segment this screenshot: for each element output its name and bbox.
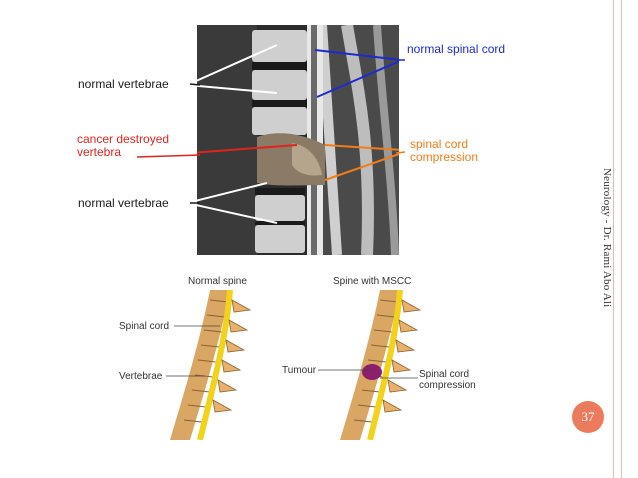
sidebar-divider: [613, 0, 614, 478]
mri-image: [197, 25, 399, 255]
label-spinal-cord: Spinal cord: [119, 321, 170, 332]
mscc-spine-title: Spine with MSCC: [333, 276, 412, 287]
label-tumour: Tumour: [282, 365, 317, 376]
label-normal-vertebrae-bottom: normal vertebrae: [78, 196, 169, 210]
page-number-badge: 37: [572, 401, 604, 433]
presenter-credit: Neurology - Dr. Rami Abo Ali: [601, 168, 613, 308]
label-normal-vertebrae-top: normal vertebrae: [78, 77, 169, 91]
sidebar-divider: [621, 0, 622, 478]
label-vertebrae: Vertebrae: [119, 371, 163, 382]
normal-spine-illustration: [170, 290, 252, 440]
label-normal-spinal-cord: normal spinal cord: [407, 42, 506, 56]
label-cord-compression: Spinal cord compression: [419, 369, 476, 391]
normal-spine-title: Normal spine: [188, 276, 247, 287]
mscc-spine-illustration: [340, 290, 422, 440]
tumour-mass: [362, 364, 382, 380]
label-spinal-cord-compression: spinal cord compression: [410, 137, 479, 164]
label-cancer-destroyed-vertebra: cancer destroyed vertebra: [77, 132, 170, 159]
